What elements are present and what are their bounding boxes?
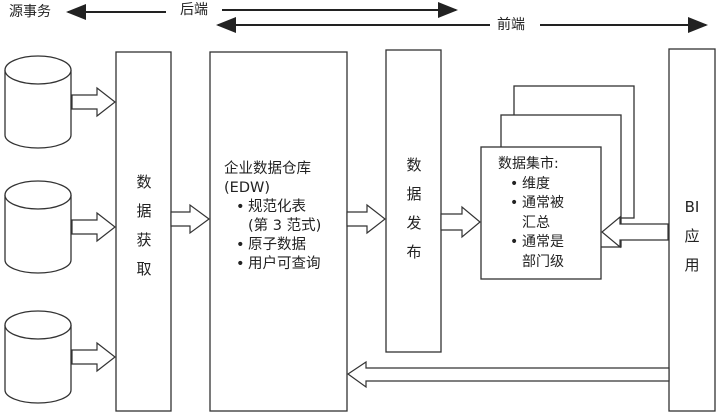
- acquisition-label: 数 据 获 取: [134, 168, 154, 284]
- publication-label: 数 据 发 布: [404, 151, 424, 267]
- frontend-label: 前端: [497, 17, 525, 33]
- edw-bullet: 用户可查询: [234, 255, 321, 274]
- bi-app-label: BI 应 用: [681, 193, 703, 280]
- datamart-bullet: 通常是: [508, 233, 564, 253]
- block-arrow-right: [71, 341, 116, 373]
- datamart-description: 数据集市: 维度 通常被 汇总 通常是 部门级: [498, 155, 564, 272]
- edw-description: 企业数据仓库 (EDW) 规范化表 (第 3 范式) 原子数据 用户可查询: [224, 160, 321, 274]
- datamart-title: 数据集市:: [498, 156, 559, 172]
- edw-box: [209, 51, 348, 412]
- block-arrow-right: [346, 203, 386, 235]
- database-icon: [4, 310, 72, 404]
- edw-bullet-continuation: (第 3 范式): [248, 218, 322, 234]
- bi-app-box: [668, 48, 716, 412]
- acquisition-box: [115, 51, 172, 412]
- publication-box: [385, 49, 442, 353]
- bi-app-char: 用: [684, 256, 700, 274]
- edw-bullet: 原子数据: [234, 236, 321, 255]
- acquisition-char: 获: [136, 231, 152, 249]
- edw-subtitle: (EDW): [224, 180, 270, 196]
- block-arrow-right: [440, 205, 481, 239]
- block-arrow-right: [71, 86, 116, 118]
- datamart-bullet: 维度: [508, 175, 564, 195]
- source-transactions-label: 源事务: [9, 4, 51, 20]
- database-icon: [4, 180, 72, 274]
- block-arrow-left: [346, 360, 670, 389]
- edw-title: 企业数据仓库: [224, 161, 311, 177]
- database-icon: [4, 55, 72, 149]
- publication-char: 据: [406, 185, 422, 203]
- acquisition-char: 取: [136, 260, 152, 278]
- publication-char: 布: [406, 243, 422, 261]
- bi-app-char: 应: [684, 227, 700, 245]
- acquisition-char: 数: [136, 173, 152, 191]
- block-arrow-right: [71, 211, 116, 243]
- datamart-bullet-continuation: 汇总: [522, 214, 550, 231]
- block-arrow-right: [170, 203, 211, 235]
- datamart-bullet-continuation: 部门级: [522, 253, 564, 270]
- publication-char: 数: [406, 156, 422, 174]
- publication-char: 发: [406, 214, 422, 232]
- block-arrow-left: [601, 215, 669, 249]
- backend-label: 后端: [180, 2, 208, 18]
- acquisition-char: 据: [136, 202, 152, 220]
- datamart-bullet: 通常被: [508, 194, 564, 214]
- edw-bullet: 规范化表: [234, 198, 321, 217]
- bi-app-char: BI: [684, 198, 700, 216]
